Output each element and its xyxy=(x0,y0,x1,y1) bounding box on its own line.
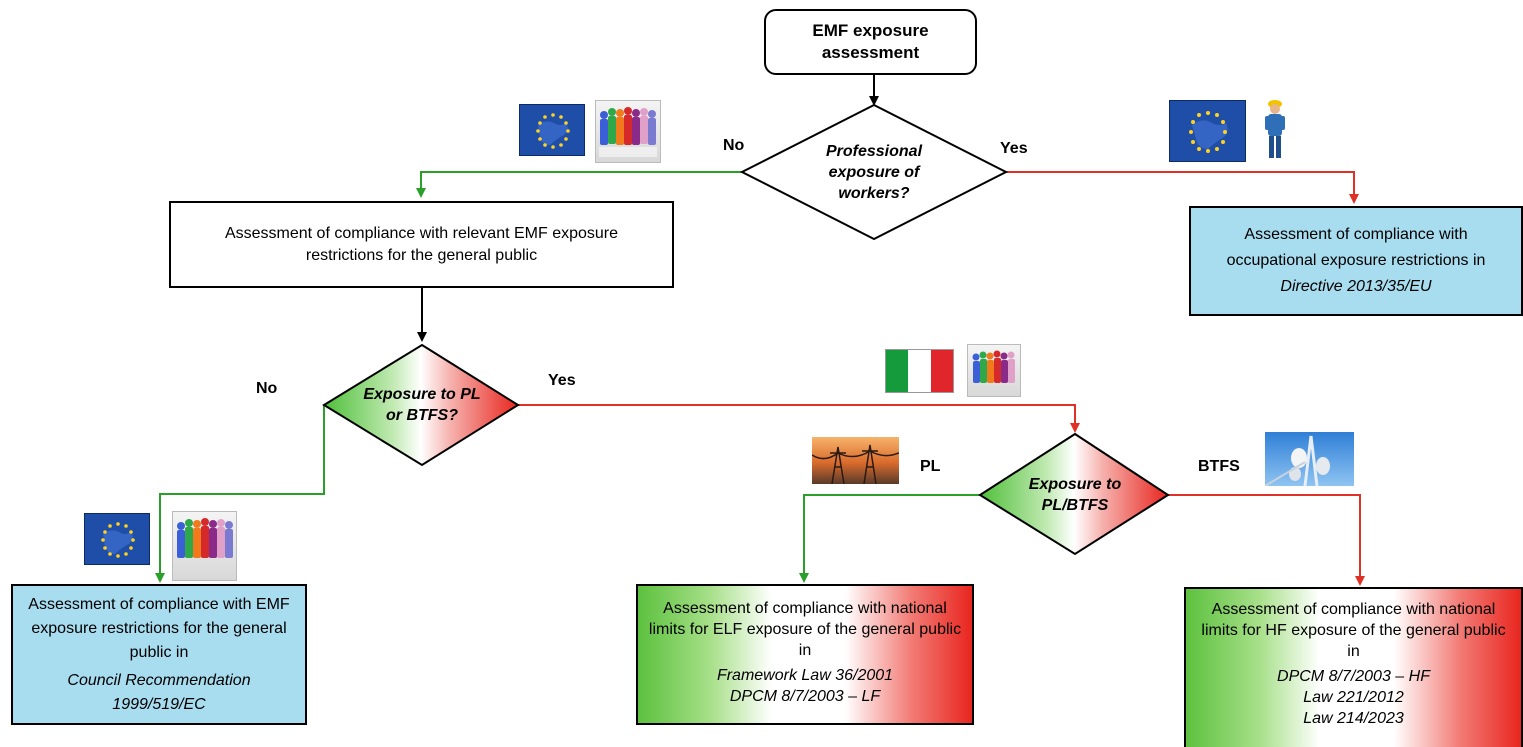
eu-flag-icon xyxy=(519,104,585,156)
edge-q1-no xyxy=(416,171,742,198)
council-box: Assessment of compliance with EMF exposu… xyxy=(11,584,307,725)
occupational-text: Assessment of compliance with occupation… xyxy=(1226,226,1486,269)
people-icon xyxy=(967,344,1021,397)
q1-label: Professional exposure of workers? xyxy=(825,142,923,202)
occupational-box: Assessment of compliance with occupation… xyxy=(1189,206,1523,316)
q2-yes-label: Yes xyxy=(548,372,576,389)
general-public-box: Assessment of compliance with relevant E… xyxy=(169,201,674,288)
people-icon xyxy=(595,100,661,163)
worker-icon xyxy=(1262,98,1288,161)
elf-ref-1: Framework Law 36/2001 xyxy=(716,667,894,684)
q3-label: Exposure to PL/BTFS xyxy=(1028,476,1122,514)
power-lines-icon xyxy=(812,437,899,484)
decision-pl-or-btfs xyxy=(322,343,520,467)
edge-q3-btfs xyxy=(1168,494,1365,586)
q2-label: Exposure to PL or BTFS? xyxy=(363,386,481,424)
edge-q2-no xyxy=(155,405,325,583)
q2-no-label: No xyxy=(256,380,278,397)
elf-box: Assessment of compliance with national l… xyxy=(636,584,974,725)
edge-q1-yes xyxy=(1006,171,1359,204)
hf-text: Assessment of compliance with national l… xyxy=(1201,601,1506,660)
start-node-label: EMF exposure assessment xyxy=(812,21,929,62)
elf-text: Assessment of compliance with national l… xyxy=(648,600,962,659)
hf-ref-2: Law 221/2012 xyxy=(1303,689,1404,706)
decision-professional-exposure xyxy=(739,103,1009,241)
eu-flag-icon xyxy=(1169,100,1246,162)
edge-q3-pl xyxy=(799,494,980,583)
antenna-icon xyxy=(1265,432,1354,486)
general-public-text: Assessment of compliance with relevant E… xyxy=(224,224,619,264)
council-ref: Council Recommendation 1999/519/EC xyxy=(67,671,251,713)
q1-no-label: No xyxy=(723,137,745,154)
eu-flag-icon xyxy=(84,513,150,565)
hf-ref-1: DPCM 8/7/2003 – HF xyxy=(1277,668,1430,685)
edge-q2-yes xyxy=(518,404,1080,433)
q1-yes-label: Yes xyxy=(1000,140,1028,157)
italy-flag-icon xyxy=(885,349,954,393)
hf-box: Assessment of compliance with national l… xyxy=(1184,587,1523,747)
q3-btfs-label: BTFS xyxy=(1198,458,1240,475)
elf-ref-2: DPCM 8/7/2003 – LF xyxy=(729,688,881,705)
occupational-ref: Directive 2013/35/EU xyxy=(1280,278,1432,295)
people-icon xyxy=(172,511,237,581)
start-node: EMF exposure assessment xyxy=(764,9,977,75)
decision-pl-btfs xyxy=(978,432,1170,556)
council-text: Assessment of compliance with EMF exposu… xyxy=(28,595,290,661)
hf-ref-3: Law 214/2023 xyxy=(1303,710,1404,727)
q3-pl-label: PL xyxy=(920,458,941,475)
